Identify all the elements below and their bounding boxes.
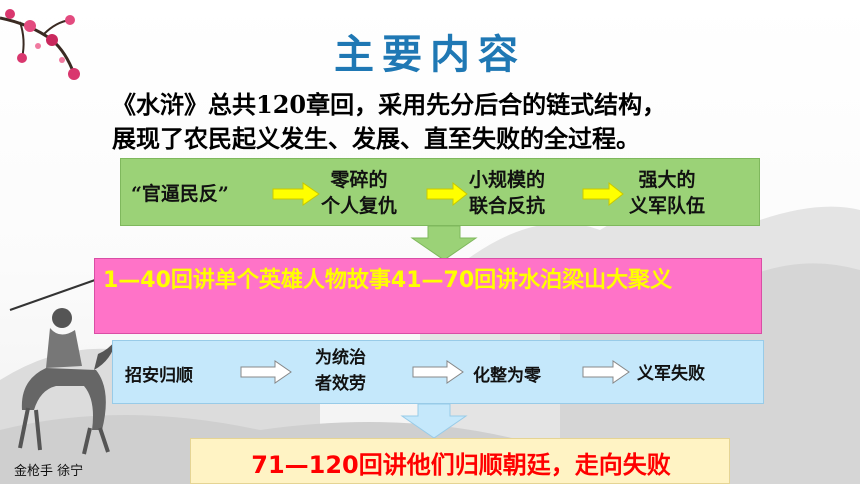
green-down-arrow-icon <box>410 225 478 261</box>
illustration-caption: 金枪手 徐宁 <box>14 464 84 479</box>
stage1-box: “官逼民反” 零碎的个人复仇 小规模的联合反抗 强大的义军队伍 <box>120 158 760 226</box>
white-arrow-icon <box>582 360 630 384</box>
intro-text: 《水浒》总共120章回，采用先分后合的链式结构， 展现了农民起义发生、发展、直至… <box>112 88 832 156</box>
stage1-item-2: 零碎的个人复仇 <box>321 169 398 217</box>
stage4-box: 71—120回讲他们归顺朝廷，走向失败 <box>190 438 730 484</box>
intro-line-1: 《水浒》总共120章回，采用先分后合的链式结构， <box>112 90 667 119</box>
page-title: 主要内容 <box>334 31 526 78</box>
stage3-item-2: 为统治者效劳 <box>315 348 366 394</box>
stage1-item-1: “官逼民反” <box>131 183 229 205</box>
horseman-warrior-icon <box>9 279 116 455</box>
stage2-text: 1—40回讲单个英雄人物故事41—70回讲水泊梁山大聚义 <box>103 268 673 293</box>
white-arrow-icon <box>240 360 292 384</box>
yellow-arrow-icon <box>582 181 624 207</box>
intro-line-2: 展现了农民起义发生、发展、直至失败的全过程。 <box>112 124 640 153</box>
stage2-box: 1—40回讲单个英雄人物故事41—70回讲水泊梁山大聚义 <box>94 258 762 334</box>
blue-down-arrow-icon <box>400 403 468 439</box>
stage4-text: 71—120回讲他们归顺朝廷，走向失败 <box>251 451 671 479</box>
stage3-item-1: 招安归顺 <box>125 366 193 386</box>
stage3-box: 招安归顺 为统治者效劳 化整为零 义军失败 <box>112 340 764 404</box>
stage3-item-4: 义军失败 <box>637 364 705 384</box>
stage3-item-3: 化整为零 <box>473 366 541 386</box>
yellow-arrow-icon <box>272 182 320 206</box>
plum-blossom-branch-icon <box>0 9 80 80</box>
yellow-arrow-icon <box>426 181 468 207</box>
stage1-item-4: 强大的义军队伍 <box>629 169 706 217</box>
stage1-item-3: 小规模的联合反抗 <box>469 169 546 217</box>
white-arrow-icon <box>412 360 464 384</box>
